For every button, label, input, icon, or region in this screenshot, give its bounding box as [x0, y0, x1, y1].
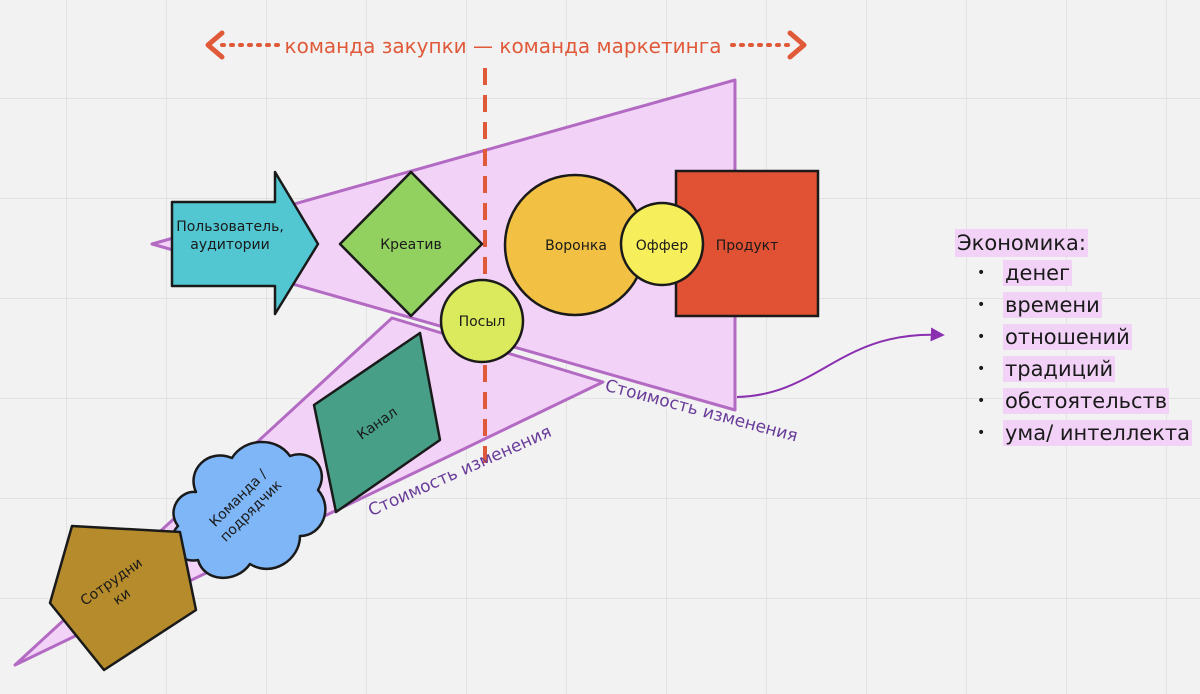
- creative-label: Креатив: [380, 237, 442, 253]
- list-item: • отношений: [955, 322, 1192, 354]
- bullet-icon: •: [977, 329, 986, 345]
- list-item-text: времени: [1003, 292, 1102, 318]
- product-label: Продукт: [716, 238, 779, 254]
- bullet-icon: •: [977, 425, 986, 441]
- economics-list: Экономика: • денег • времени • отношений • т…: [955, 229, 1192, 450]
- creative-diamond: Креатив: [338, 170, 484, 318]
- bullet-icon: •: [977, 297, 986, 313]
- user-arrow-label: Пользователь,аудитории: [176, 219, 284, 253]
- list-item: • обстоятельств: [955, 386, 1192, 418]
- arrow-right-icon: [787, 30, 807, 60]
- message-label: Посыл: [459, 314, 506, 330]
- bullet-icon: •: [977, 265, 986, 281]
- offer-label: Оффер: [636, 238, 689, 254]
- list-item: • традиций: [955, 354, 1192, 386]
- list-item-text: отношений: [1003, 324, 1132, 350]
- list-item-text: ума/ интеллекта: [1003, 420, 1192, 446]
- list-item: • денег: [955, 258, 1192, 290]
- funnel-label: Воронка: [545, 238, 607, 254]
- economics-connector-arrow: [736, 327, 945, 398]
- economics-items: • денег • времени • отношений • традиций • об…: [955, 258, 1192, 450]
- employees-pentagon: Сотрудники: [48, 524, 198, 672]
- arrow-left-icon: [205, 30, 225, 60]
- message-circle: Посыл: [439, 278, 525, 364]
- list-item-text: традиций: [1003, 356, 1116, 382]
- list-item-text: денег: [1003, 260, 1073, 286]
- list-item: • ума/ интеллекта: [955, 418, 1192, 450]
- channel-parallelogram: Канал: [312, 331, 442, 514]
- bullet-icon: •: [977, 361, 986, 377]
- bullet-icon: •: [977, 393, 986, 409]
- list-item-text: обстоятельств: [1003, 388, 1170, 414]
- list-item: • времени: [955, 290, 1192, 322]
- user-audience-arrow: Пользователь,аудитории: [170, 170, 320, 316]
- team-contractor-cloud: Команда /подрядчик: [170, 440, 327, 580]
- offer-circle: Оффер: [619, 201, 705, 287]
- economics-title: Экономика:: [955, 229, 1088, 257]
- teams-label: команда закупки — команда маркетинга: [285, 34, 722, 58]
